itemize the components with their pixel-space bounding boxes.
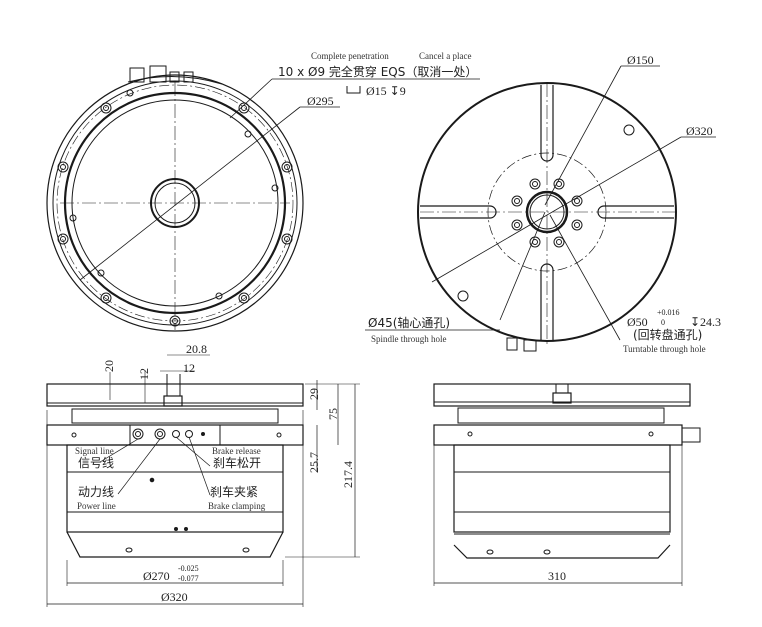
dim-217-4-label: 217.4	[341, 461, 355, 488]
brake-clamping-cn: 刹车夹紧	[210, 485, 259, 499]
dia-295-label: Ø295	[307, 94, 334, 108]
dim-25-7-label: 25.7	[307, 452, 321, 473]
dia-320-front-label: Ø320	[161, 590, 188, 604]
top-view	[365, 65, 716, 352]
bolt-hole-callout: 10 x Ø9 完全贯穿 EQS（取消一处）	[278, 65, 478, 79]
spindle-hole-en-label: Spindle through hole	[371, 334, 447, 344]
brake-release-en: Brake release	[212, 446, 261, 456]
dia-270-label: Ø270	[143, 569, 170, 583]
bottom-view	[46, 65, 480, 332]
tol-50-lower: 0	[661, 318, 665, 327]
spindle-hole-cn-label: Ø45(轴心通孔)	[368, 316, 451, 330]
signal-line-en: Signal line	[75, 446, 114, 456]
signal-line-cn: 信号线	[78, 456, 115, 470]
width-310-label: 310	[548, 569, 566, 583]
dim-75-label: 75	[326, 408, 340, 420]
dia-150-label: Ø150	[627, 53, 654, 67]
counterbore-callout: Ø15 ↧9	[366, 84, 406, 98]
power-line-en: Power line	[77, 501, 116, 511]
power-line-cn: 动力线	[78, 485, 115, 499]
tol-270-upper: -0.025	[178, 564, 199, 573]
side-view	[433, 383, 701, 586]
dim-12-vert-label: 12	[137, 368, 151, 380]
brake-clamping-en: Brake clamping	[208, 501, 266, 511]
cancel-a-place-label: Cancel a place	[419, 51, 472, 61]
dim-12-horiz-label: 12	[183, 361, 195, 375]
front-view	[46, 354, 360, 607]
dia-50-label: Ø50	[627, 315, 648, 329]
turntable-hole-cn-label: (回转盘通孔)	[633, 328, 703, 342]
dim-20-8-label: 20.8	[186, 342, 207, 356]
depth-24-3-label: ↧24.3	[690, 315, 722, 329]
tol-50-upper: +0.016	[657, 308, 680, 317]
dia-320-top-label: Ø320	[686, 124, 713, 138]
turntable-hole-en-label: Turntable through hole	[623, 344, 706, 354]
tol-270-lower: -0.077	[178, 574, 199, 583]
dim-29-label: 29	[307, 388, 321, 400]
complete-penetration-label: Complete penetration	[311, 51, 389, 61]
dim-20-label: 20	[102, 360, 116, 372]
brake-release-cn: 刹车松开	[213, 456, 262, 470]
